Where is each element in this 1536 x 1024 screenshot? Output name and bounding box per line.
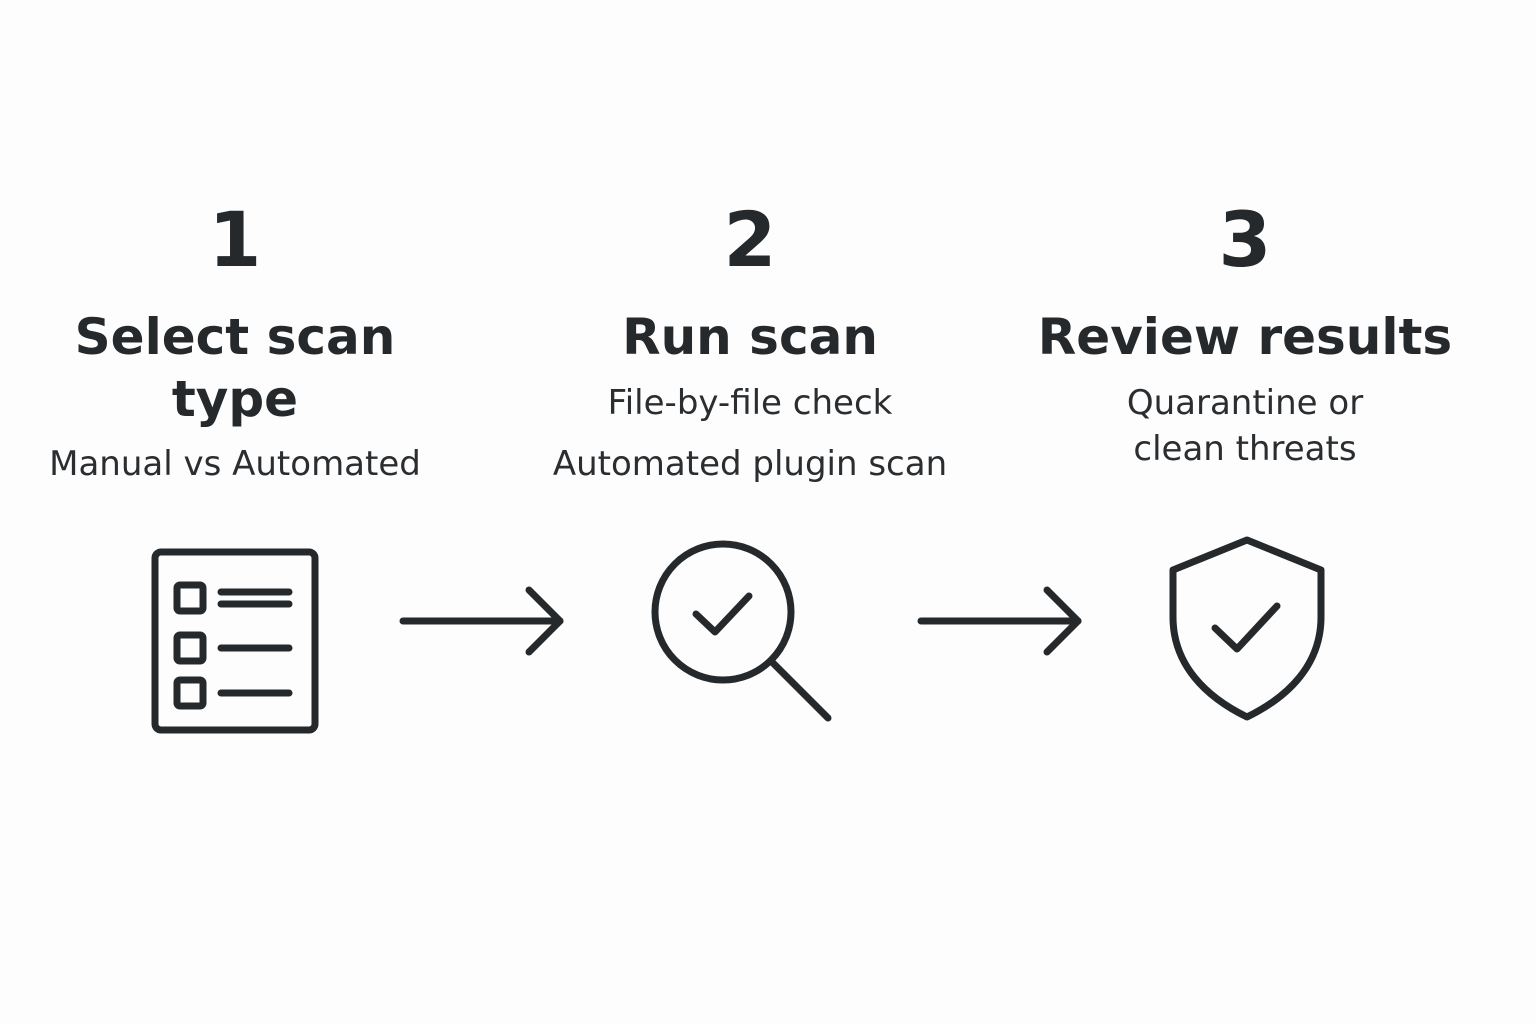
step-3-description: Quarantine or clean threats: [1126, 383, 1364, 469]
step-3-title: Review results: [1037, 308, 1453, 366]
step-3-number: 3: [1218, 195, 1272, 284]
step-2-description-2: Automated plugin scan: [552, 444, 948, 484]
step-2-number: 2: [723, 195, 777, 284]
shield-check-icon: [1169, 536, 1325, 721]
step-2-description-1: File-by-file check: [607, 383, 893, 423]
step-1-title-line-2: type: [171, 370, 299, 428]
step-1-description: Manual vs Automated: [49, 444, 421, 484]
magnifier-check-icon: [651, 540, 832, 722]
right-arrow-icon: [399, 586, 564, 656]
checklist-icon: [151, 548, 319, 734]
step-1-title-line-1: Select scan: [74, 308, 396, 366]
right-arrow-icon: [917, 586, 1082, 656]
step-2-title: Run scan: [622, 308, 878, 366]
step-1-number: 1: [208, 195, 262, 284]
